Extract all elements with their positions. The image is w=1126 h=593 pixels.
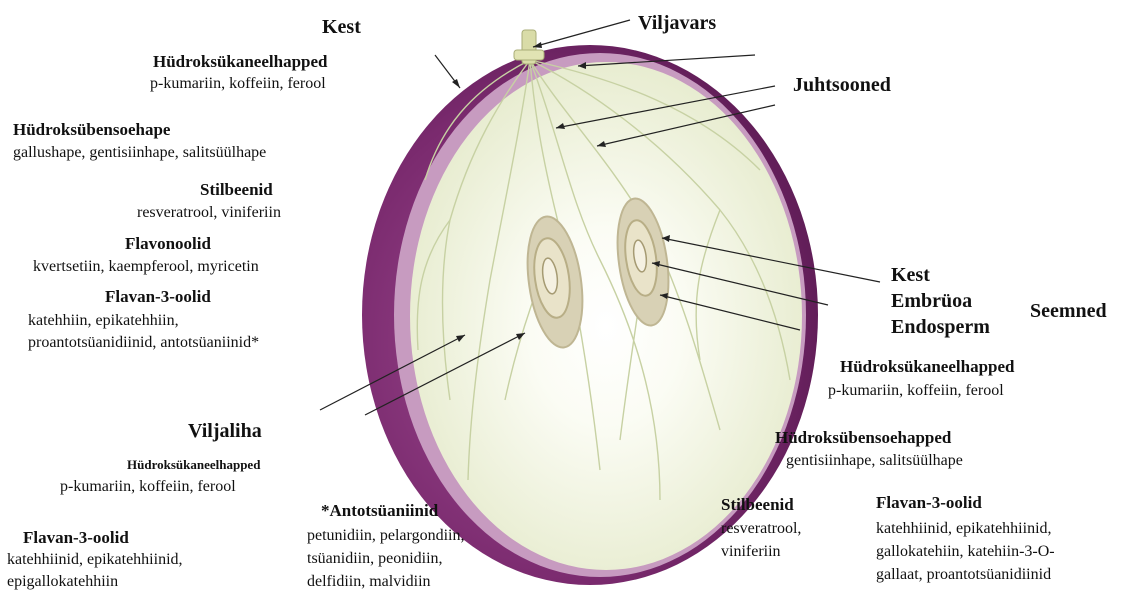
seed-hydroxybenzoic-list: gentisiinhape, salitsüülhape — [786, 450, 963, 472]
pulp-flavan-line1: katehhiinid, epikatehhiinid, — [7, 549, 183, 571]
skin-flavan-line2: proantotsüanidiinid, antotsüaniinid* — [28, 332, 259, 354]
seed-hydroxybenzoic-title: Hüdroksübensoehapped — [775, 427, 951, 449]
pulp-hydroxycinnamic-title: Hüdroksükaneelhapped — [127, 454, 260, 476]
label-skin: Kest — [322, 16, 361, 38]
seed-stilbenes-line1: resveratrool, — [721, 518, 801, 540]
skin-flavonols-list: kvertsetiin, kaempferool, myricetin — [33, 256, 259, 278]
anthocyanins-line1: petunidiin, pelargondiin, — [307, 525, 464, 547]
skin-hydroxybenzoic-title: Hüdroksübensoehape — [13, 119, 170, 141]
seed-stilbenes-title: Stilbeenid — [721, 494, 794, 516]
skin-flavan-title: Flavan-3-oolid — [105, 286, 211, 308]
skin-hydroxybenzoic-list: gallushape, gentisiinhape, salitsüülhape — [13, 142, 266, 164]
anthocyanins-line3: delfidiin, malvidiin — [307, 571, 431, 593]
label-pulp: Viljaliha — [188, 420, 262, 442]
seed-flavan-line1: katehhiinid, epikatehhiinid, — [876, 518, 1052, 540]
label-seed-endosperm: Endosperm — [891, 316, 990, 338]
skin-flavonols-title: Flavonoolid — [125, 233, 211, 255]
label-seeds: Seemned — [1030, 300, 1107, 322]
anthocyanins-line2: tsüanidiin, peonidiin, — [307, 548, 443, 570]
pulp-flavan-line2: epigallokatehhiin — [7, 571, 118, 593]
label-stem: Viljavars — [638, 12, 716, 34]
pulp-flavan-title: Flavan-3-oolid — [23, 527, 129, 549]
pulp-hydroxycinnamic-list: p-kumariin, koffeiin, ferool — [60, 476, 236, 498]
seed-flavan-line3: gallaat, proantotsüanidiinid — [876, 564, 1051, 586]
skin-flavan-line1: katehhiin, epikatehhiin, — [28, 310, 179, 332]
label-vascular: Juhtsooned — [793, 74, 891, 96]
seed-flavan-line2: gallokatehiin, katehiin-3-O- — [876, 541, 1055, 563]
seed-stilbenes-line2: viniferiin — [721, 541, 781, 563]
seed-flavan-title: Flavan-3-oolid — [876, 492, 982, 514]
anthocyanins-title: *Antotsüaniinid — [321, 500, 438, 522]
skin-hydroxycinnamic-title: Hüdroksükaneelhapped — [153, 51, 327, 73]
skin-stilbenes-title: Stilbeenid — [200, 179, 273, 201]
seed-hydroxycinnamic-list: p-kumariin, koffeiin, ferool — [828, 380, 1004, 402]
label-seed-embryo: Embrüoa — [891, 290, 972, 312]
skin-hydroxycinnamic-list: p-kumariin, koffeiin, ferool — [150, 73, 326, 95]
seed-hydroxycinnamic-title: Hüdroksükaneelhapped — [840, 356, 1014, 378]
label-seed-coat: Kest — [891, 264, 930, 286]
skin-stilbenes-list: resveratrool, viniferiin — [137, 202, 281, 224]
